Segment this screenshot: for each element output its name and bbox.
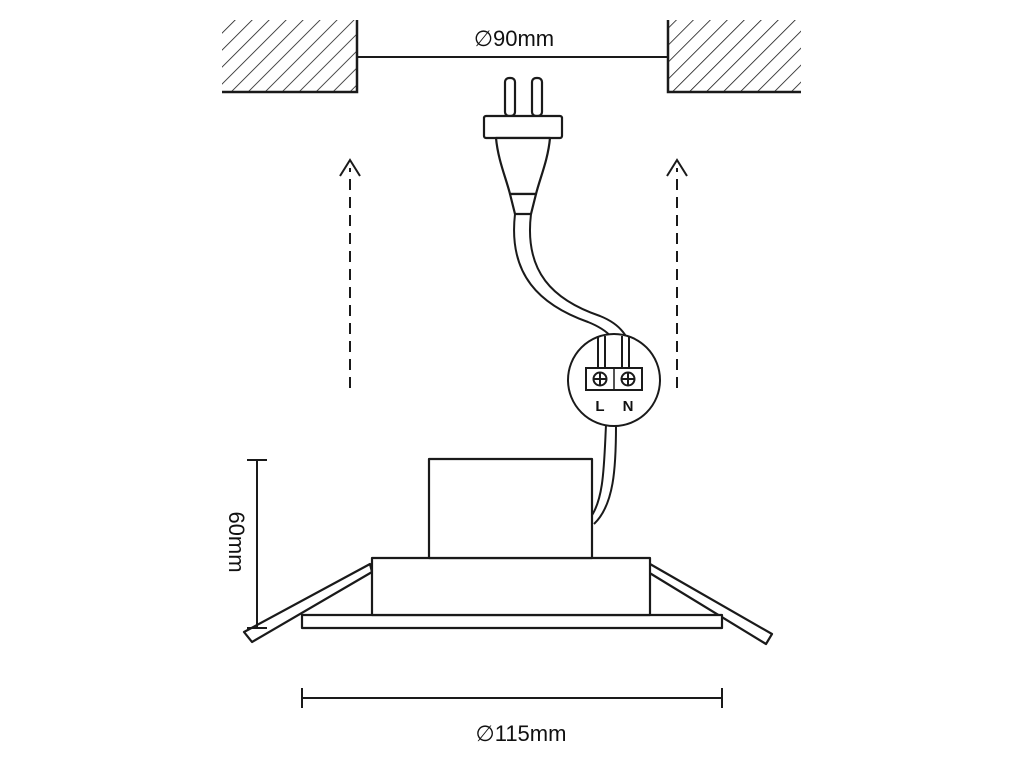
fixture-housing bbox=[370, 556, 652, 617]
screw-icon bbox=[620, 371, 636, 387]
spring-clip-right bbox=[646, 562, 774, 646]
outer-diameter-label: ∅115mm bbox=[476, 721, 567, 746]
insert-arrow-left bbox=[339, 158, 361, 388]
ceiling-left bbox=[222, 20, 359, 94]
insert-arrow-right bbox=[666, 158, 688, 388]
cutout-diameter-label: ∅90mm bbox=[474, 26, 554, 51]
terminal-neutral-label: N bbox=[623, 398, 634, 415]
screw-icon bbox=[592, 371, 608, 387]
ceiling-right bbox=[666, 20, 801, 94]
plug-icon bbox=[482, 76, 564, 216]
trim-ring bbox=[300, 613, 724, 630]
spring-clip-left bbox=[242, 562, 374, 644]
outer-dimension bbox=[301, 688, 723, 708]
height-label: 60mm bbox=[224, 511, 249, 572]
fixture-cable bbox=[589, 424, 617, 525]
light-fixture bbox=[242, 457, 774, 646]
height-dimension bbox=[247, 459, 267, 629]
terminal-live-label: L bbox=[595, 398, 604, 415]
terminal-block: L N bbox=[567, 333, 661, 427]
driver-box bbox=[427, 457, 594, 560]
